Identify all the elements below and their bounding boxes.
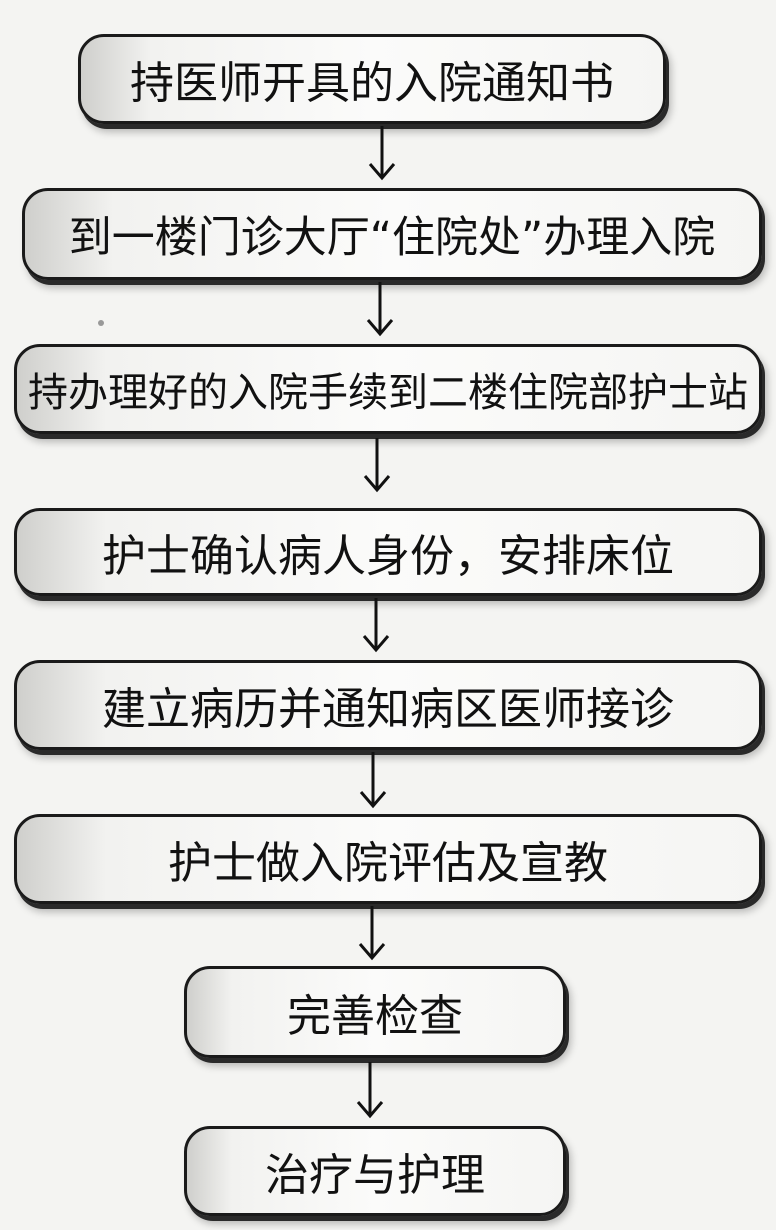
step-1-admission-notice: 持医师开具的入院通知书 xyxy=(78,34,666,124)
step-4-assign-bed: 护士确认病人身份，安排床位 xyxy=(14,508,762,596)
step-6-assessment: 护士做入院评估及宣教 xyxy=(14,814,762,904)
speck xyxy=(98,320,104,326)
step-2-label: 到一楼门诊大厅“住院处”办理入院 xyxy=(68,213,716,263)
arrow-down-icon xyxy=(357,438,397,494)
step-5-medical-record: 建立病历并通知病区医师接诊 xyxy=(14,660,762,750)
step-4-label: 护士确认病人身份，安排床位 xyxy=(102,531,674,582)
arrow-down-icon xyxy=(352,906,392,962)
step-3-nurse-station: 持办理好的入院手续到二楼住院部护士站 xyxy=(14,344,762,434)
step-5-label: 建立病历并通知病区医师接诊 xyxy=(102,684,674,735)
step-7-examination: 完善检查 xyxy=(184,966,566,1058)
step-8-label: 治疗与护理 xyxy=(265,1150,485,1201)
step-2-register-admission: 到一楼门诊大厅“住院处”办理入院 xyxy=(22,188,762,280)
arrow-down-icon xyxy=(350,1062,390,1120)
step-7-label: 完善检查 xyxy=(287,991,463,1042)
arrow-down-icon xyxy=(353,752,393,810)
step-1-label: 持医师开具的入院通知书 xyxy=(130,58,614,109)
arrow-down-icon xyxy=(356,598,396,654)
step-3-label: 持办理好的入院手续到二楼住院部护士站 xyxy=(28,370,748,416)
arrow-down-icon xyxy=(362,126,402,182)
step-6-label: 护士做入院评估及宣教 xyxy=(168,838,608,889)
step-8-treatment: 治疗与护理 xyxy=(184,1126,566,1216)
arrow-down-icon xyxy=(360,282,400,338)
